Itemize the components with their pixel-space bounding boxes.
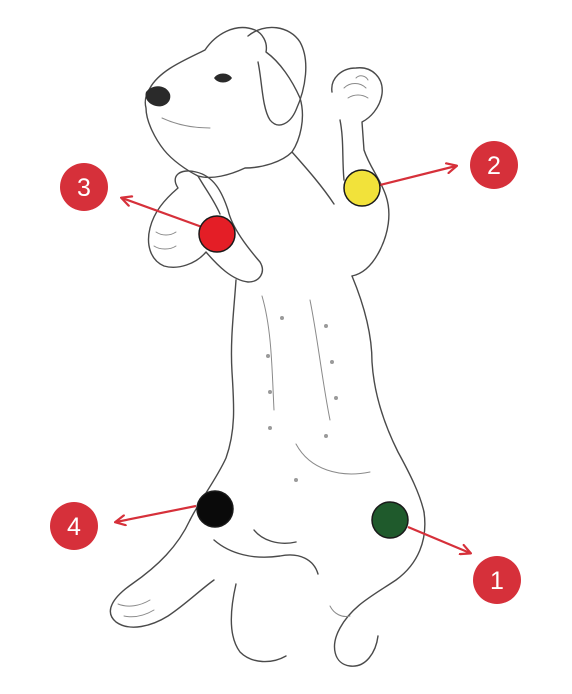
- dog-hind-paw-right: [329, 605, 351, 617]
- badge-circle-2: [470, 141, 518, 189]
- dog-raised-paw: [331, 67, 390, 277]
- dog-belly-dots: [266, 316, 338, 482]
- dog-head: [144, 26, 304, 179]
- dog-front-paw: [147, 170, 264, 283]
- point-dot-2: [343, 169, 381, 207]
- arrows: [116, 166, 470, 553]
- dog-tail: [230, 583, 287, 663]
- dog-body-right: [351, 275, 425, 513]
- dog-belly: [261, 295, 371, 475]
- badge-4: 4: [50, 502, 98, 550]
- point-dot-3: [198, 215, 236, 253]
- badge-circle-4: [50, 502, 98, 550]
- arrow-2: [379, 166, 456, 187]
- dog-eye: [214, 73, 232, 83]
- badge-number-2: 2: [487, 152, 501, 180]
- badge-circle-1: [473, 556, 521, 604]
- arrow-1: [407, 525, 470, 553]
- dog-hind-paw-left: [117, 599, 155, 618]
- dog-hind-leg-right: [333, 511, 426, 667]
- dog-pelvis: [213, 529, 319, 575]
- badge-3: 3: [60, 163, 108, 211]
- dog-ear: [247, 26, 307, 126]
- badge-number-3: 3: [77, 174, 91, 202]
- point-dots: [196, 169, 409, 539]
- dog-body-left: [189, 279, 237, 521]
- arrow-4: [116, 504, 197, 522]
- dog-chest: [197, 151, 335, 215]
- badge-1: 1: [473, 556, 521, 604]
- arrow-3: [122, 198, 203, 229]
- badge-number-4: 4: [67, 513, 81, 541]
- dog-nose: [145, 86, 171, 107]
- dog-upper-arm-right: [339, 119, 345, 181]
- dog-front-paw-toes: [153, 231, 177, 250]
- point-dot-4: [196, 490, 234, 528]
- badge-2: 2: [470, 141, 518, 189]
- dog-illustration: [109, 26, 426, 667]
- dog-paw-pads: [343, 75, 369, 99]
- point-dot-1: [371, 501, 409, 539]
- dog-hind-leg-left: [109, 519, 215, 628]
- badge-circle-3: [60, 163, 108, 211]
- badge-number-1: 1: [490, 567, 504, 595]
- dog-mouth: [161, 117, 211, 129]
